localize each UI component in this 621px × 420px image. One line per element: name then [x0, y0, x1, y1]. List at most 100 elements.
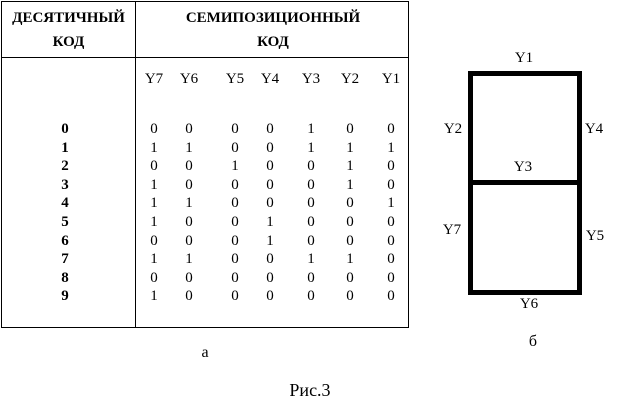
bit-cell: 0 — [231, 140, 239, 156]
column-header: Y5 — [225, 71, 245, 87]
segment-y7 — [468, 183, 473, 295]
bit-cell: 1 — [387, 140, 395, 156]
bit-cell: 0 — [231, 270, 239, 286]
bit-cell: 1 — [346, 177, 354, 193]
table-header-divider — [1, 57, 409, 58]
table-frame — [1, 1, 409, 328]
bit-cell: 1 — [346, 140, 354, 156]
bit-cell: 0 — [346, 214, 354, 230]
segment-y3 — [470, 180, 582, 185]
label-y5: Y5 — [585, 228, 605, 244]
bit-cell: 0 — [266, 140, 274, 156]
label-y2: Y2 — [443, 121, 463, 137]
bit-cell: 0 — [307, 177, 315, 193]
bit-cell: 0 — [346, 288, 354, 304]
decimal-value: 1 — [61, 140, 69, 156]
decimal-value: 9 — [61, 288, 69, 304]
bit-cell: 0 — [231, 177, 239, 193]
header-seven-position-code: СЕМИПОЗИЦИОННЫЙ КОД — [137, 6, 409, 54]
column-header: Y3 — [301, 71, 321, 87]
bit-cell: 1 — [266, 233, 274, 249]
bit-cell: 1 — [307, 121, 315, 137]
bit-cell: 0 — [346, 233, 354, 249]
bit-cell: 0 — [231, 288, 239, 304]
bit-cell: 0 — [346, 121, 354, 137]
bit-cell: 0 — [307, 233, 315, 249]
column-header: Y7 — [144, 71, 164, 87]
bit-cell: 0 — [307, 288, 315, 304]
bit-cell: 1 — [185, 140, 193, 156]
header-decimal-line2: КОД — [52, 34, 85, 50]
label-y6: Y6 — [519, 296, 539, 312]
bit-cell: 0 — [266, 270, 274, 286]
bit-cell: 0 — [185, 158, 193, 174]
bit-cell: 0 — [266, 158, 274, 174]
bit-cell: 0 — [266, 177, 274, 193]
bit-cell: 0 — [185, 270, 193, 286]
bit-cell: 1 — [266, 214, 274, 230]
decimal-value: 2 — [61, 158, 69, 174]
bit-cell: 0 — [387, 251, 395, 267]
bit-cell: 1 — [346, 158, 354, 174]
bit-cell: 1 — [231, 158, 239, 174]
bit-cell: 1 — [307, 140, 315, 156]
segment-y1 — [470, 71, 582, 76]
caption-b: б — [528, 333, 538, 350]
segment-y4 — [577, 71, 582, 185]
table-column-divider — [135, 1, 136, 328]
bit-cell: 1 — [150, 140, 158, 156]
bit-cell: 0 — [387, 233, 395, 249]
bit-cell: 1 — [150, 251, 158, 267]
label-y4: Y4 — [584, 121, 604, 137]
header-decimal-code: ДЕСЯТИЧНЫЙ КОД — [2, 6, 135, 54]
label-y3: Y3 — [513, 159, 533, 175]
bit-cell: 1 — [150, 288, 158, 304]
bit-cell: 0 — [387, 270, 395, 286]
header-seven-line2: КОД — [257, 34, 289, 50]
bit-cell: 0 — [387, 214, 395, 230]
decimal-value: 8 — [61, 270, 69, 286]
bit-cell: 0 — [231, 195, 239, 211]
bit-cell: 1 — [150, 195, 158, 211]
decimal-value: 6 — [61, 233, 69, 249]
bit-cell: 0 — [387, 288, 395, 304]
bit-cell: 0 — [231, 214, 239, 230]
bit-cell: 0 — [346, 195, 354, 211]
bit-cell: 0 — [185, 233, 193, 249]
bit-cell: 0 — [266, 251, 274, 267]
bit-cell: 0 — [266, 288, 274, 304]
bit-cell: 0 — [231, 121, 239, 137]
bit-cell: 0 — [387, 177, 395, 193]
decimal-value: 0 — [61, 121, 69, 137]
bit-cell: 0 — [150, 121, 158, 137]
bit-cell: 1 — [185, 195, 193, 211]
bit-cell: 0 — [387, 121, 395, 137]
bit-cell: 0 — [185, 214, 193, 230]
bit-cell: 0 — [150, 158, 158, 174]
bit-cell: 0 — [307, 214, 315, 230]
column-header: Y4 — [260, 71, 280, 87]
segment-y5 — [577, 183, 582, 295]
bit-cell: 0 — [266, 121, 274, 137]
bit-cell: 0 — [387, 158, 395, 174]
bit-cell: 1 — [150, 177, 158, 193]
caption-a: а — [201, 344, 209, 361]
bit-cell: 0 — [150, 270, 158, 286]
bit-cell: 1 — [307, 251, 315, 267]
bit-cell: 0 — [307, 270, 315, 286]
column-header: Y2 — [340, 71, 360, 87]
bit-cell: 1 — [185, 251, 193, 267]
bit-cell: 0 — [185, 288, 193, 304]
bit-cell: 0 — [307, 195, 315, 211]
bit-cell: 0 — [231, 251, 239, 267]
figure-caption: Рис.3 — [289, 380, 331, 400]
bit-cell: 0 — [185, 177, 193, 193]
bit-cell: 0 — [346, 270, 354, 286]
decimal-value: 4 — [61, 195, 69, 211]
bit-cell: 0 — [307, 158, 315, 174]
bit-cell: 1 — [150, 214, 158, 230]
segment-y6 — [470, 290, 582, 295]
column-header: Y1 — [381, 71, 401, 87]
label-y1: Y1 — [514, 50, 534, 66]
decimal-value: 7 — [61, 251, 69, 267]
